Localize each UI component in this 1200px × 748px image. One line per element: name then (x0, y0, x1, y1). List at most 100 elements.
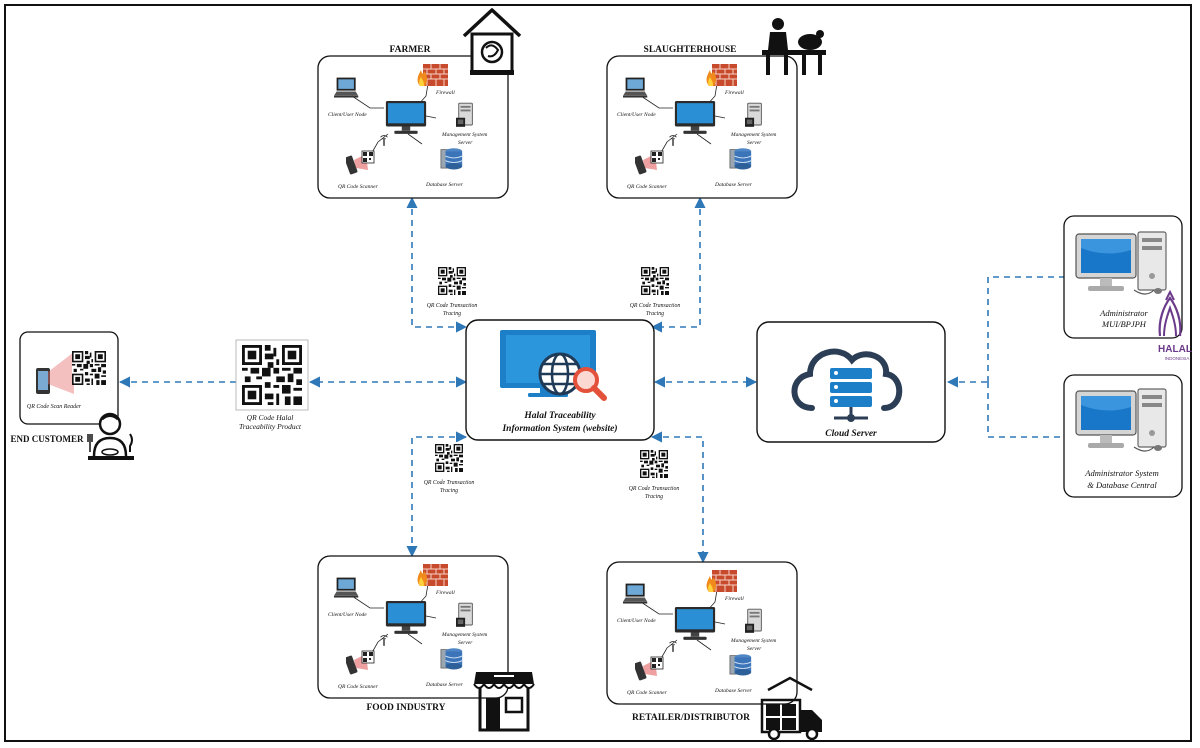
qr-halal-line2: Traceability Product (239, 422, 302, 431)
qr-code-icon (438, 267, 466, 295)
connector-farmer (406, 196, 468, 333)
qr-code-icon (641, 267, 669, 295)
delivery-truck-icon (760, 676, 822, 741)
halal-logo: HALAL INDONESIA (1158, 289, 1192, 361)
mgmt-label-1: Management System (730, 638, 776, 644)
globe-icon (538, 352, 582, 396)
server-icon (745, 102, 762, 128)
qr-code-icon (242, 345, 302, 405)
database-label: Database Server (714, 688, 753, 694)
slaughterhouse-title: SLAUGHTERHOUSE (644, 45, 737, 55)
cloud-server-node[interactable]: Cloud Server (756, 321, 946, 443)
diner-icon (87, 412, 134, 460)
qr-code-icon (435, 444, 463, 472)
txn-label-line2: Tracing (443, 311, 461, 317)
end-customer-node[interactable]: QR Code Scan Reader (19, 331, 119, 425)
firewall-label: Firewall (435, 590, 455, 596)
client-label: Client/User Node (617, 112, 656, 118)
center-title-line1: Halal Traceability (523, 411, 596, 421)
database-icon (729, 147, 752, 170)
client-label: Client/User Node (328, 612, 367, 618)
mgmt-label-2: Server (458, 640, 473, 646)
butcher-icon (762, 18, 826, 75)
shop-icon (473, 672, 535, 732)
diagram-frame (4, 4, 1192, 742)
database-icon (440, 147, 463, 170)
server-icon (745, 608, 762, 634)
admin-mui-node[interactable]: Administrator MUI/BPJPH (1063, 215, 1183, 339)
halal-logo-sub: INDONESIA (1165, 356, 1190, 361)
server-icon (456, 102, 473, 128)
cloud-icon (791, 348, 903, 411)
txn-label-line2: Tracing (646, 311, 664, 317)
cloud-server-label: Cloud Server (825, 429, 877, 439)
mgmt-label-1: Management System (441, 632, 487, 638)
database-label: Database Server (714, 182, 753, 188)
connector-admin-mui (987, 276, 1064, 382)
end-customer-scanner-label: QR Code Scan Reader (27, 404, 82, 410)
client-label: Client/User Node (617, 618, 656, 624)
admin-mui-line2: MUI/BPJPH (1101, 319, 1147, 329)
connector-retailer (650, 431, 709, 564)
retailer-title: RETAILER/DISTRIBUTOR (632, 713, 750, 723)
database-label: Database Server (425, 682, 464, 688)
client-label: Client/User Node (328, 112, 367, 118)
halal-traceability-system[interactable]: Halal Traceability Information System (w… (465, 319, 655, 441)
halal-logo-text: HALAL (1158, 344, 1192, 355)
database-icon (729, 653, 752, 676)
txn-label-line1: QR Code Transaction (630, 303, 681, 309)
admin-sys-line2: & Database Central (1087, 480, 1157, 490)
qr-code-icon (640, 450, 668, 478)
qr-scanner-label: QR Code Scanner (338, 684, 379, 690)
mgmt-label-1: Management System (441, 132, 487, 138)
database-icon (440, 647, 463, 670)
center-title-line2: Information System (website) (501, 423, 617, 434)
mgmt-label-2: Server (747, 646, 762, 652)
firewall-label: Firewall (435, 90, 455, 96)
client-laptop-icon (623, 583, 648, 604)
client-laptop-icon (334, 577, 359, 598)
magnifier-icon (573, 367, 607, 401)
txn-label-line1: QR Code Transaction (424, 480, 475, 486)
client-laptop-icon (334, 77, 359, 98)
admin-sys-line1: Administrator System (1084, 468, 1158, 478)
connector-admin-sys (987, 382, 1064, 438)
food-industry-title: FOOD INDUSTRY (366, 703, 445, 713)
firewall-label: Firewall (724, 90, 744, 96)
admin-mui-line1: Administrator (1099, 308, 1148, 318)
txn-label-line1: QR Code Transaction (629, 486, 680, 492)
qr-halal-product[interactable]: QR Code Halal Traceability Product (235, 339, 309, 431)
firewall-label: Firewall (724, 596, 744, 602)
server-rack-icon (830, 368, 872, 422)
mgmt-label-2: Server (747, 140, 762, 146)
mgmt-label-1: Management System (730, 132, 776, 138)
farmer-network-box (317, 55, 509, 199)
slaughterhouse-network-box (606, 55, 798, 199)
qr-scanner-label: QR Code Scanner (338, 184, 379, 190)
phone-scanner-icon (36, 352, 74, 394)
server-icon (456, 602, 473, 628)
farmhouse-icon (462, 8, 522, 75)
connector-food-industry (406, 431, 468, 558)
admin-system-node[interactable]: Administrator System & Database Central (1063, 374, 1183, 498)
farmer-title: FARMER (390, 45, 431, 55)
retailer-network-box (606, 561, 798, 705)
qr-scanner-label: QR Code Scanner (627, 184, 668, 190)
database-label: Database Server (425, 182, 464, 188)
end-customer-title: END CUSTOMER (10, 434, 84, 444)
qr-scanner-label: QR Code Scanner (627, 690, 668, 696)
qr-code-icon (72, 351, 106, 385)
connector-lines (118, 196, 1064, 564)
txn-label-line1: QR Code Transaction (427, 303, 478, 309)
client-laptop-icon (623, 77, 648, 98)
